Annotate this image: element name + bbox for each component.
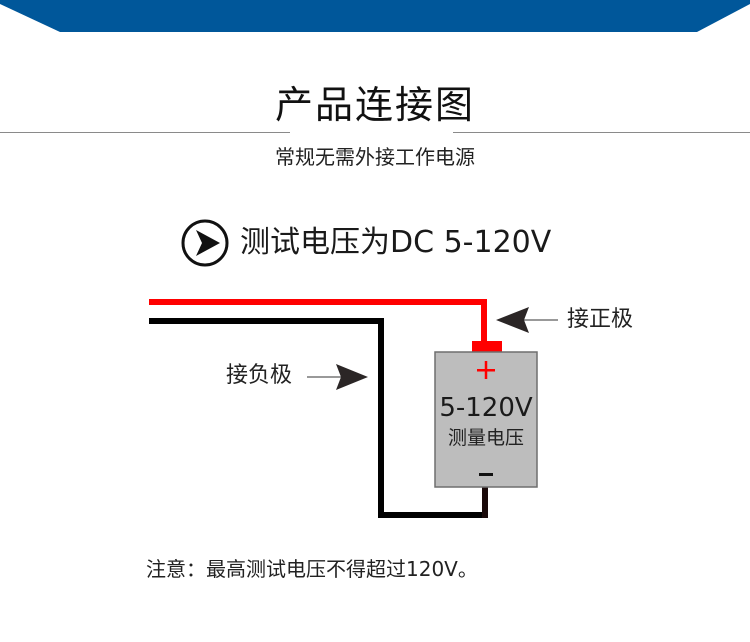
meter-range-text: 5-120V (439, 393, 533, 423)
arrow-left-icon (496, 307, 558, 333)
page-subtitle: 常规无需外接工作电源 (275, 145, 475, 169)
positive-terminal-label: 接正极 (567, 307, 634, 332)
divider-left (0, 132, 290, 133)
negative-terminal-label: 接负极 (226, 363, 293, 388)
plus-icon (477, 361, 495, 379)
meter-caption-text: 测量电压 (447, 427, 524, 449)
header-banner (0, 0, 750, 32)
negative-terminal (482, 486, 488, 518)
minus-icon (479, 473, 493, 476)
positive-terminal (472, 341, 502, 353)
arrow-right-icon (307, 364, 368, 390)
page-title: 产品连接图 (274, 83, 475, 127)
negative-wire (149, 318, 488, 518)
circle-arrow-right-icon (181, 219, 229, 267)
warning-note: 注意：最高测试电压不得超过120V。 (146, 557, 478, 581)
divider-right (453, 132, 750, 133)
positive-wire (149, 299, 502, 353)
test-voltage-heading: 测试电压为DC 5-120V (240, 225, 552, 260)
